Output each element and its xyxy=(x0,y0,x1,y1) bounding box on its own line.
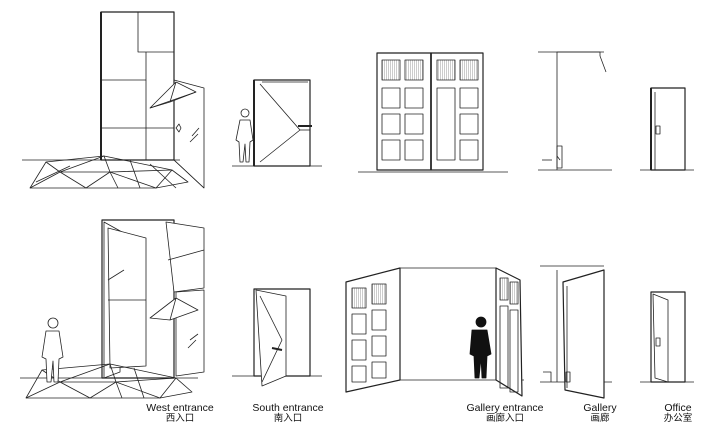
office-open xyxy=(640,291,694,383)
south-entrance-open xyxy=(232,288,322,387)
label-en: South entrance xyxy=(252,402,324,414)
label-south-entrance: South entrance 南入口 xyxy=(238,402,338,425)
label-gallery-entrance: Gallery entrance 画廊入口 xyxy=(450,402,560,425)
label-zh: 画廊 xyxy=(590,413,610,425)
label-en: Gallery entrance xyxy=(466,402,544,414)
gallery-closed xyxy=(538,51,612,171)
label-zh: 西入口 xyxy=(165,413,195,425)
label-west-entrance: West entrance 西入口 xyxy=(130,402,230,425)
label-zh: 画廊入口 xyxy=(485,413,524,425)
label-office: Office 办公室 xyxy=(650,402,706,425)
label-zh: 南入口 xyxy=(273,413,303,425)
gallery-open xyxy=(540,265,612,399)
west-entrance-open xyxy=(20,219,205,399)
label-en: West entrance xyxy=(146,402,214,414)
west-entrance-closed xyxy=(22,11,205,189)
gallery-entrance-open xyxy=(345,267,524,397)
gallery-entrance-closed xyxy=(358,52,508,173)
label-en: Gallery xyxy=(583,402,617,414)
label-gallery: Gallery 画廊 xyxy=(570,402,630,425)
label-en: Office xyxy=(664,402,692,414)
office-closed xyxy=(640,87,694,171)
label-zh: 办公室 xyxy=(663,413,693,425)
south-entrance-closed xyxy=(232,79,322,167)
